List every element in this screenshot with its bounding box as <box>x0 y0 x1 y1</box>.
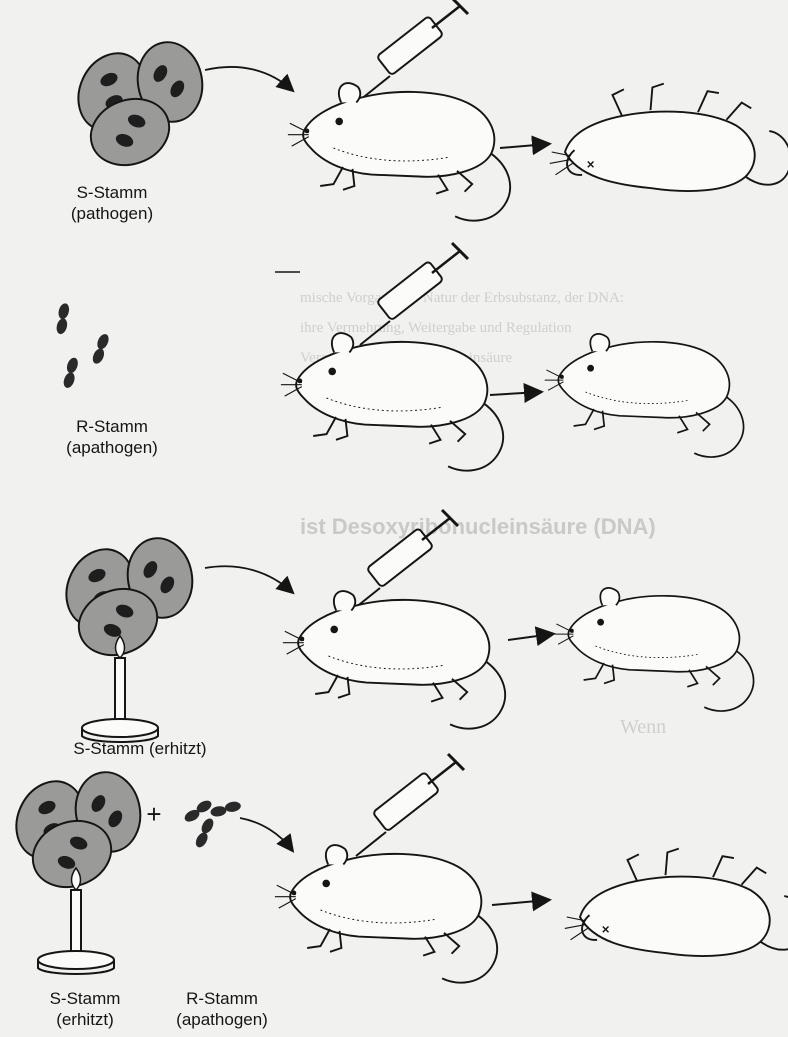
strain-name: R-Stamm <box>162 988 282 1009</box>
syringe-icon <box>356 754 464 856</box>
arrow-to-mouse <box>205 566 292 592</box>
syringe-icon <box>360 243 468 345</box>
mouse-icon <box>283 591 505 729</box>
strain-property: (erhitzt) <box>40 1009 130 1030</box>
syringe-icon <box>350 510 458 612</box>
strain-name: S-Stamm <box>40 988 130 1009</box>
mouse-icon <box>288 83 510 221</box>
s-strain-heated-label-2: S-Stamm (erhitzt) <box>40 988 130 1030</box>
strain-property: (pathogen) <box>52 203 172 224</box>
mouse-icon <box>281 333 503 471</box>
s-strain-cells <box>66 37 208 176</box>
arrow-to-mouse <box>205 67 292 90</box>
dead-mouse-icon <box>550 84 788 191</box>
row-3 <box>54 510 753 742</box>
strain-name: S-Stamm (erhitzt) <box>40 738 240 759</box>
burner-icon <box>82 636 158 742</box>
strain-name: S-Stamm <box>52 182 172 203</box>
arrow-to-mouse <box>240 818 292 850</box>
heated-s-strain-cells <box>54 533 198 666</box>
plus-sign: + <box>142 804 166 825</box>
row-1 <box>66 0 788 221</box>
strain-name: R-Stamm <box>52 416 172 437</box>
r-strain-apathogen-label: R-Stamm (apathogen) <box>52 416 172 458</box>
row-4 <box>4 754 788 983</box>
result-arrow <box>500 144 548 148</box>
strain-property: (apathogen) <box>162 1009 282 1030</box>
alive-mouse-icon <box>555 588 754 711</box>
alive-mouse-icon <box>545 334 744 457</box>
strain-property: (apathogen) <box>52 437 172 458</box>
result-arrow <box>492 900 548 905</box>
syringe-icon <box>360 0 468 100</box>
s-strain-pathogen-label: S-Stamm (pathogen) <box>52 182 172 224</box>
mouse-icon <box>275 845 497 983</box>
s-strain-heated-label: S-Stamm (erhitzt) <box>40 738 240 759</box>
r-strain-apathogen-label-2: R-Stamm (apathogen) <box>162 988 282 1030</box>
r-strain-rods <box>182 798 242 849</box>
dead-mouse-icon <box>565 849 788 956</box>
r-strain-rods <box>53 302 113 389</box>
plus-text: + <box>142 804 166 825</box>
result-arrow <box>508 634 552 640</box>
result-arrow <box>490 392 540 395</box>
